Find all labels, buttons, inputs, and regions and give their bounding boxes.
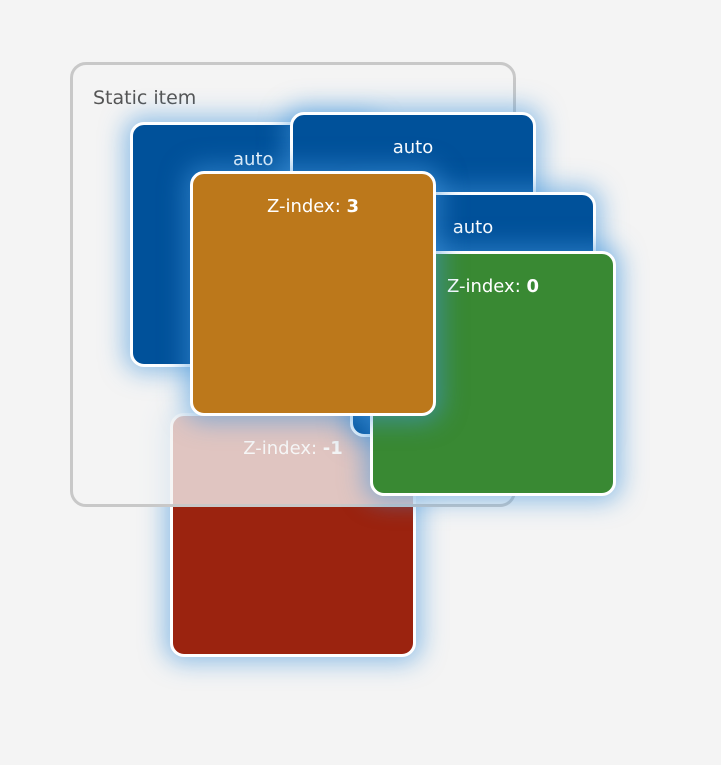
orange-z-index-3-box: Z-index: 3 <box>190 171 436 416</box>
static-item-label: Static item <box>93 87 197 109</box>
box-label-value: auto <box>233 149 274 170</box>
box-label-prefix: Z-index: <box>266 196 347 217</box>
box-label-value: auto <box>392 137 434 158</box>
box-label-value: 0 <box>526 276 540 297</box>
box-label-value: 3 <box>346 196 360 217</box>
box-label-value: auto <box>452 217 494 238</box>
box-label-prefix: Z-index: <box>446 276 527 297</box>
